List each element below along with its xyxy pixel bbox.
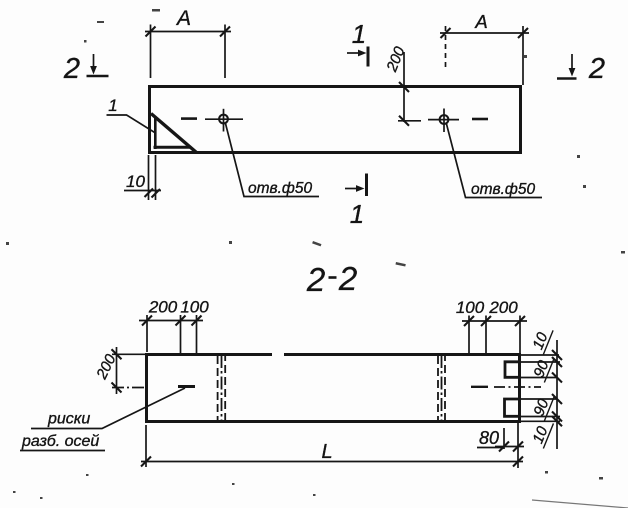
svg-text:разб. осей: разб. осей (21, 433, 99, 450)
svg-text:1: 1 (350, 199, 364, 229)
svg-text:2: 2 (63, 53, 80, 85)
svg-text:100: 100 (180, 298, 209, 317)
svg-text:200: 200 (488, 298, 518, 317)
svg-text:отв.ф50: отв.ф50 (471, 181, 535, 198)
svg-text:80: 80 (479, 428, 499, 448)
svg-text:2: 2 (588, 53, 605, 85)
svg-text:риски: риски (47, 411, 90, 428)
svg-text:1: 1 (352, 19, 366, 49)
svg-text:2: 2 (306, 261, 325, 298)
svg-text:2: 2 (338, 260, 357, 297)
svg-text:А: А (175, 7, 191, 30)
svg-text:1: 1 (108, 96, 117, 115)
svg-text:10: 10 (126, 172, 145, 191)
svg-text:200: 200 (148, 298, 178, 317)
svg-text:отв.ф50: отв.ф50 (248, 180, 312, 197)
svg-text:L: L (321, 441, 332, 463)
svg-text:А: А (474, 11, 487, 32)
svg-text:100: 100 (456, 298, 485, 317)
svg-text:200: 200 (383, 44, 409, 75)
